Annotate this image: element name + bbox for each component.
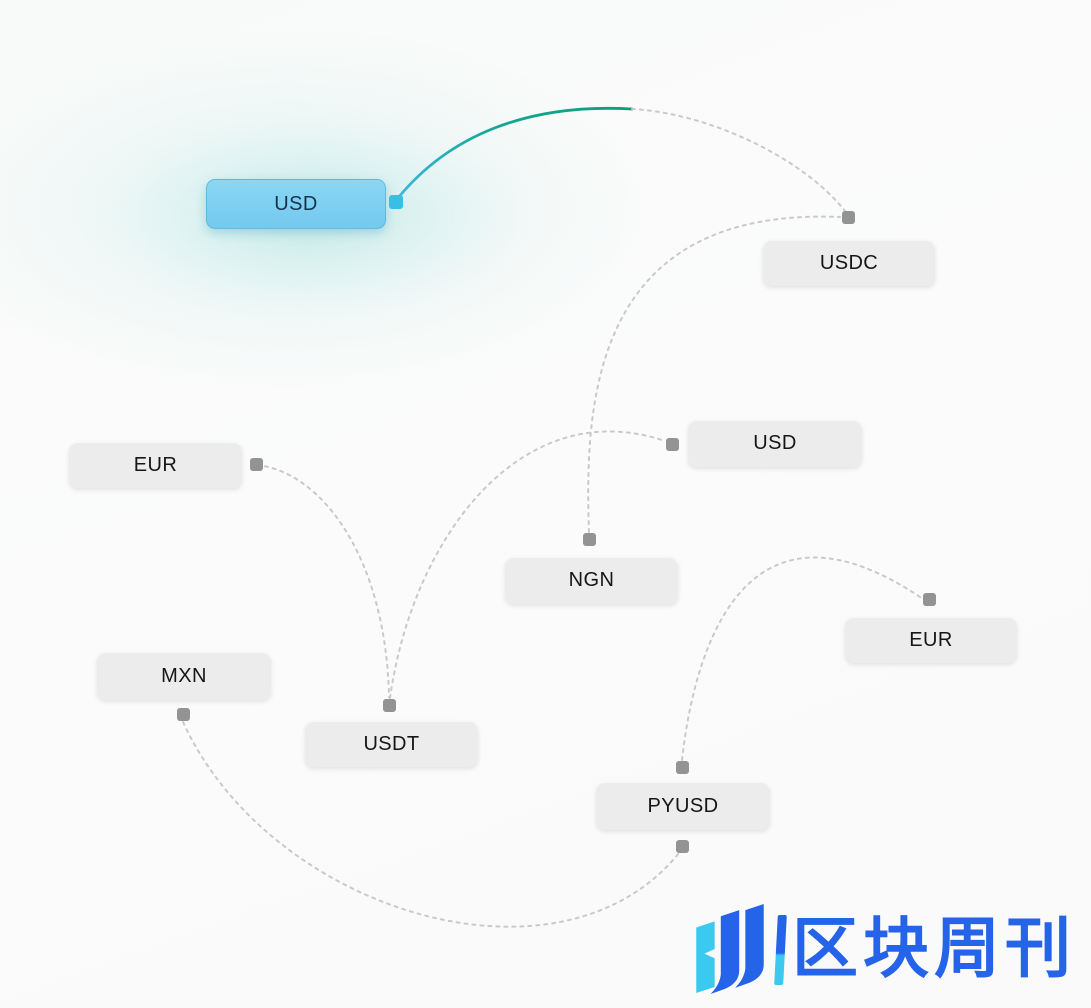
node-label: USD [753,432,797,454]
node-usdt[interactable]: USDT [305,721,478,767]
node-label: EUR [909,628,953,651]
port-mxn-bottom[interactable] [177,708,190,721]
port-usd-source-right[interactable] [389,195,403,209]
port-ngn-top[interactable] [583,533,596,546]
node-label: MXN [161,664,207,687]
port-usdc-top[interactable] [842,211,855,224]
site-logo: 区块周刊 [690,901,1090,997]
port-pyusd-bottom[interactable] [676,840,689,853]
edge-usd-usdc-active [396,106,634,200]
node-ngn[interactable]: NGN [505,557,678,604]
port-usd-right-left[interactable] [666,438,679,451]
node-label: NGN [568,569,615,591]
port-usdt-top[interactable] [383,699,396,712]
logo-text: 区块周刊 [792,910,1076,987]
node-mxn[interactable]: MXN [97,652,271,700]
node-usd-right[interactable]: USD [688,420,862,467]
node-label: EUR [133,453,178,476]
logo-bars-icon [696,904,764,994]
port-eur-left-right[interactable] [250,458,263,471]
node-pyusd[interactable]: PYUSD [596,782,770,830]
port-eur-right-top[interactable] [923,593,936,606]
logo-accent-bar [774,915,787,985]
node-usdc[interactable]: USDC [763,240,935,286]
edge-usd-usdc-dashed [631,108,846,212]
node-label: USD [274,192,318,215]
node-label: USDT [363,732,420,755]
node-usd-source[interactable]: USD [206,179,386,229]
node-label: PYUSD [647,794,719,817]
edge-eur-usdt [256,464,390,698]
node-label: USDC [819,251,879,274]
node-eur-right[interactable]: EUR [845,617,1017,663]
port-pyusd-top[interactable] [676,761,689,774]
node-eur-left[interactable]: EUR [69,442,242,488]
